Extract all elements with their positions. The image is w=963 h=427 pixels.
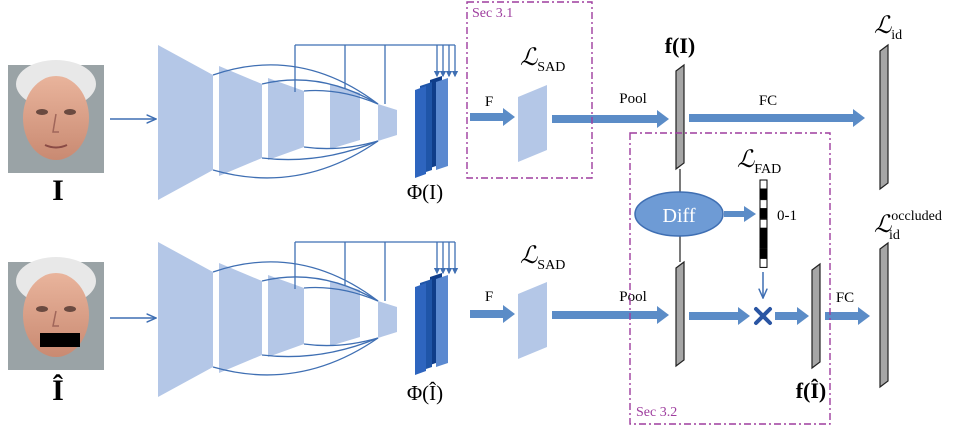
- pool-arrow-top: [552, 110, 669, 128]
- feature-map-stack-bottom: [415, 273, 448, 375]
- loss-sad-bottom: ℒSAD: [520, 243, 565, 273]
- mask-cell: [759, 257, 768, 268]
- section-box-3-2: [629, 132, 831, 425]
- conv-block-4-top: [330, 84, 360, 149]
- id-vector-top: [879, 43, 889, 191]
- loss-id-top: ℒid: [874, 13, 902, 43]
- f-arrow-bottom: [470, 305, 515, 323]
- conv-block-5-top: [378, 104, 397, 141]
- fc-label-top: FC: [759, 93, 777, 109]
- feature-map-stack-top: [415, 76, 448, 178]
- fc-arrow-top: [689, 109, 865, 127]
- feature-map-label-bottom: Φ(Î): [407, 381, 443, 405]
- fc-label-bottom: FC: [836, 290, 854, 306]
- loss-id-top-subscript: id: [891, 28, 902, 43]
- feature-vector-label-top: f(I): [665, 33, 696, 58]
- loss-sad-top-subscript: SAD: [537, 60, 565, 75]
- loss-id-bottom-superscript: occluded: [891, 209, 942, 224]
- diff-node: [634, 191, 724, 237]
- f-arrow-top: [470, 108, 515, 126]
- input-label-top: I: [52, 174, 64, 207]
- backbone-connection-lines-bottom: [212, 261, 379, 376]
- backbone-connection-lines-top: [212, 64, 379, 179]
- conv-block-3-top: [268, 78, 304, 160]
- mask-cell: [759, 248, 768, 259]
- conv-block-5-bottom: [378, 301, 397, 338]
- mask-cell: [759, 208, 768, 219]
- mask-cell: [759, 238, 768, 249]
- skip-connections-bottom: [294, 241, 459, 301]
- backbone-blocks-bottom: [158, 242, 397, 397]
- feature-vector-top: [675, 63, 685, 171]
- mask-cell: [759, 179, 768, 190]
- feature-vector-label-bottom: f(Î): [796, 378, 827, 403]
- input-face-image-top: [8, 60, 104, 173]
- conv-block-3-bottom: [268, 275, 304, 357]
- loss-sad-top: ℒSAD: [520, 45, 565, 75]
- id-vector-bottom: [879, 241, 889, 389]
- pool-label-bottom: Pool: [619, 289, 647, 305]
- mask-cell: [759, 228, 768, 239]
- skip-connections-top: [294, 44, 459, 104]
- pool-label-top: Pool: [619, 91, 647, 107]
- multiply-to-vector-arrow: [775, 307, 809, 325]
- input-face-image-bottom: [8, 257, 104, 370]
- sad-block-top: [518, 85, 547, 162]
- conv-block-2-bottom: [219, 263, 262, 373]
- f-label-bottom: F: [485, 289, 493, 305]
- masked-feature-vector: [811, 262, 821, 370]
- conv-block-1-top: [158, 45, 213, 200]
- loss-sad-bottom-subscript: SAD: [537, 258, 565, 273]
- feature-vector-bottom: [675, 260, 685, 368]
- backbone-blocks-top: [158, 45, 397, 200]
- f-label-top: F: [485, 94, 493, 110]
- feature-to-multiply-arrow: [689, 307, 750, 325]
- mask-vector: [759, 179, 768, 268]
- mask-range-label: 0-1: [777, 208, 797, 224]
- loss-id-bottom-subscript: id: [889, 228, 900, 243]
- feature-map-label-top: Φ(I): [407, 180, 443, 204]
- mask-cell: [759, 199, 768, 210]
- x-cross-icon: [754, 307, 772, 325]
- section-label-3-1: Sec 3.1: [472, 6, 513, 21]
- conv-block-2-top: [219, 66, 262, 176]
- mask-cell: [759, 218, 768, 229]
- fc-arrow-bottom: [825, 307, 870, 325]
- loss-fad-subscript: FAD: [754, 162, 781, 177]
- loss-fad: ℒFAD: [737, 147, 781, 177]
- pool-arrow-bottom: [552, 306, 669, 324]
- conv-block-1-bottom: [158, 242, 213, 397]
- mask-cell: [759, 189, 768, 200]
- occlusion-mask: [40, 333, 80, 347]
- section-label-3-2: Sec 3.2: [636, 405, 677, 420]
- sad-block-bottom: [518, 282, 547, 359]
- diff-to-mask-arrow: [724, 206, 756, 222]
- input-label-bottom: Î: [52, 374, 64, 407]
- section-box-3-1: [466, 1, 593, 179]
- diff-label: Diff: [663, 205, 696, 227]
- conv-block-4-bottom: [330, 281, 360, 346]
